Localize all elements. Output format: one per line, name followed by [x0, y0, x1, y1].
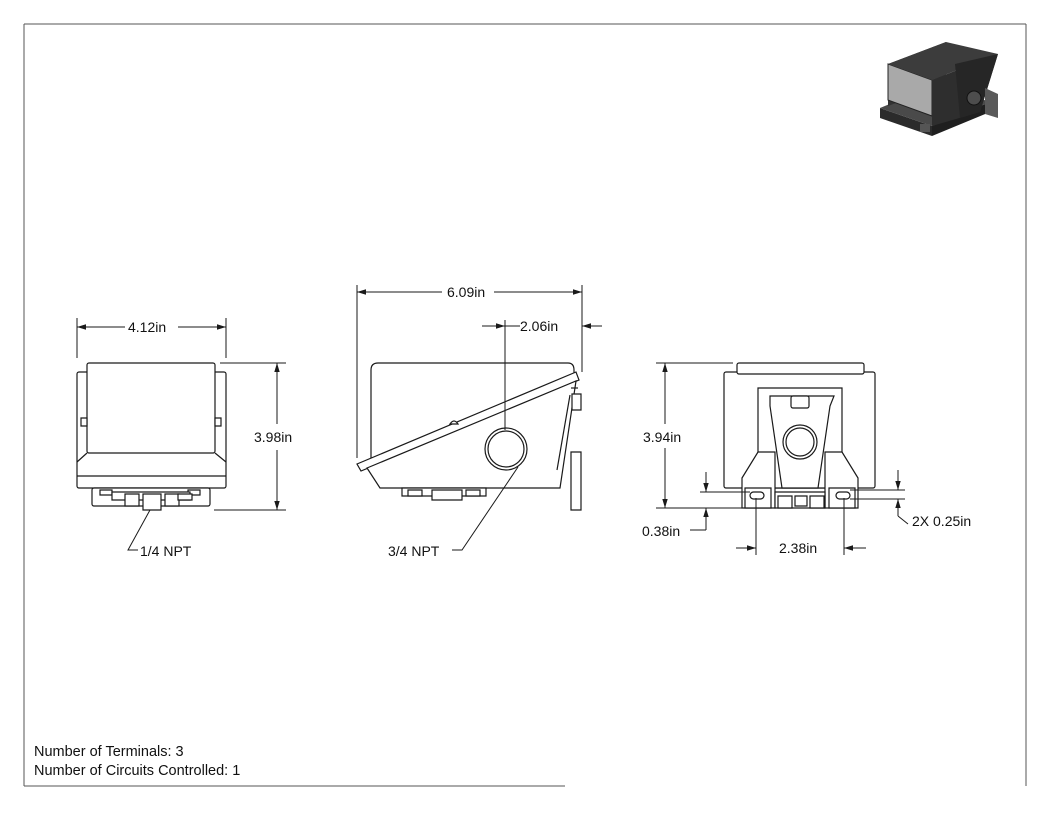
side-length-dim: 6.09in	[447, 284, 485, 300]
front-view	[77, 363, 226, 510]
front-width-dim: 4.12in	[128, 319, 166, 335]
side-offset-dim: 2.06in	[520, 318, 558, 334]
side-view-dimensions	[357, 285, 602, 551]
back-view	[724, 363, 875, 508]
back-slot-offset-dim: 0.38in	[642, 523, 680, 539]
circuits-note: Number of Circuits Controlled: 1	[34, 763, 241, 779]
back-slot-size-dim: 2X 0.25in	[912, 513, 971, 529]
terminals-note: Number of Terminals: 3	[34, 744, 184, 760]
back-view-dimensions	[656, 363, 908, 555]
front-view-dimensions	[77, 318, 286, 551]
front-height-dim: 3.98in	[254, 429, 292, 445]
side-npt-callout: 3/4 NPT	[388, 543, 440, 559]
back-slot-spacing-dim: 2.38in	[779, 540, 817, 556]
back-height-dim: 3.94in	[643, 429, 681, 445]
isometric-view	[880, 42, 998, 136]
side-view	[357, 363, 581, 510]
front-npt-callout: 1/4 NPT	[140, 543, 192, 559]
sheet-border	[24, 24, 1026, 786]
